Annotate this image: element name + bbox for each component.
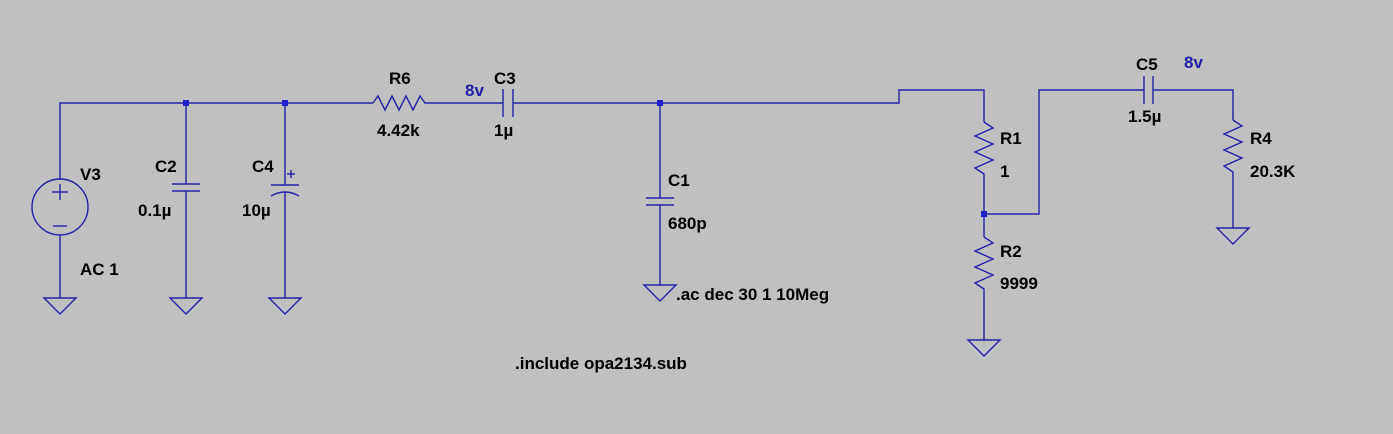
capacitor-c5[interactable] (1143, 76, 1154, 104)
include-directive[interactable]: .include opa2134.sub (515, 354, 687, 373)
capacitor-c3[interactable] (502, 89, 514, 117)
wire-c3-r1 (513, 89, 985, 122)
wire-top-left (59, 102, 373, 180)
resistor-r2[interactable] (973, 236, 995, 295)
resistor-r6[interactable] (372, 94, 430, 112)
r1-name-label: R1 (1000, 129, 1022, 148)
ground-icon (1215, 227, 1251, 245)
c5-value-label: 1.5µ (1128, 107, 1161, 126)
junctions (183, 100, 987, 217)
r6-name-label: R6 (389, 69, 411, 88)
junction-dot (657, 100, 663, 106)
resistor-r4[interactable] (1222, 119, 1244, 180)
capacitor-c2[interactable] (172, 183, 200, 192)
ground-icon (168, 297, 204, 315)
v3-name-label: V3 (80, 165, 101, 184)
c3-value-label: 1µ (494, 121, 513, 140)
wire-c5-r4 (1153, 89, 1234, 120)
r4-name-label: R4 (1250, 129, 1272, 148)
c1-value-label: 680p (668, 214, 707, 233)
wires (59, 89, 1234, 340)
resistor-r1[interactable] (973, 121, 995, 180)
ac-analysis-directive[interactable]: .ac dec 30 1 10Meg (676, 285, 829, 304)
c4-value-label: 10µ (242, 201, 271, 220)
r2-name-label: R2 (1000, 242, 1022, 261)
voltage-source-icon (31, 178, 89, 236)
wire-mid-to-c5 (984, 89, 1144, 215)
capacitor-c1[interactable] (646, 197, 674, 206)
ground-icon (42, 297, 78, 315)
ground-icon (966, 339, 1002, 357)
r4-value-label: 20.3K (1250, 162, 1296, 181)
r2-value-label: 9999 (1000, 274, 1038, 293)
c2-value-label: 0.1µ (138, 201, 171, 220)
r1-value-label: 1 (1000, 162, 1009, 181)
c1-name-label: C1 (668, 171, 690, 190)
junction-dot (981, 211, 987, 217)
v3-value-label: AC 1 (80, 260, 119, 279)
grounds (42, 227, 1251, 357)
ground-icon (267, 297, 303, 315)
voltage-source-v3[interactable] (31, 178, 89, 236)
net-label: 8v (465, 81, 484, 100)
c3-name-label: C3 (494, 69, 516, 88)
junction-dot (183, 100, 189, 106)
polarized-capacitor-c4[interactable] (270, 170, 300, 197)
c5-name-label: C5 (1136, 55, 1158, 74)
c4-name-label: C4 (252, 157, 274, 176)
ground-icon (642, 284, 678, 302)
net-label: 8v (1184, 53, 1203, 72)
junction-dot (282, 100, 288, 106)
r6-value-label: 4.42k (377, 121, 420, 140)
c2-name-label: C2 (155, 157, 177, 176)
